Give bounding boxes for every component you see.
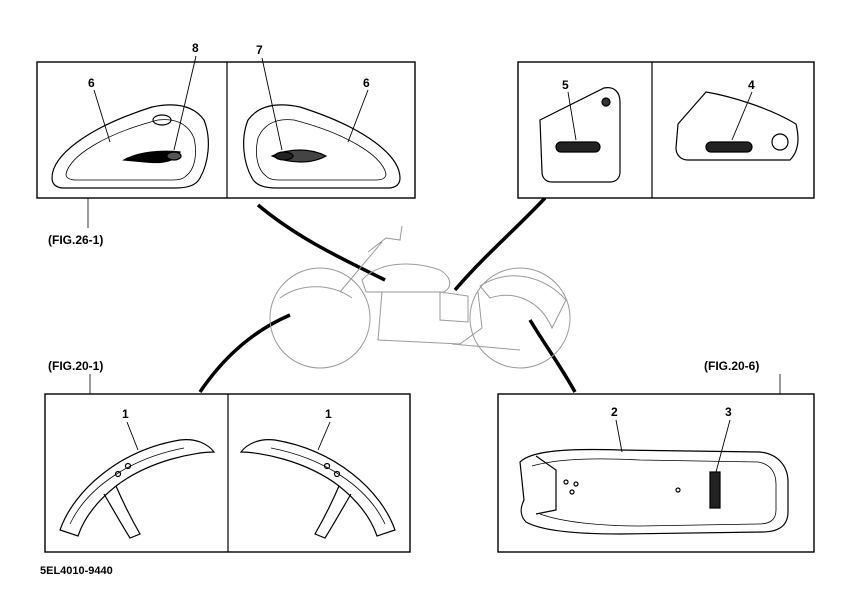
side-cover-right-view <box>675 91 799 161</box>
fig-ref-20-1: (FIG.20-1) <box>48 359 103 373</box>
callout-1-right: 1 <box>325 407 332 421</box>
fuel-tank-left-view <box>51 104 209 189</box>
callout-7: 7 <box>256 43 263 57</box>
callout-6-left: 6 <box>88 76 95 90</box>
diagram-code: 5EL4010-9440 <box>40 565 113 577</box>
side-cover-left-view <box>539 87 621 183</box>
callout-1-left: 1 <box>122 407 129 421</box>
callout-8: 8 <box>192 41 199 55</box>
callout-6-right: 6 <box>363 76 370 90</box>
callout-4: 4 <box>748 78 755 92</box>
callout-5: 5 <box>562 78 569 92</box>
callout-2: 2 <box>611 405 618 419</box>
fig-ref-26-1: (FIG.26-1) <box>48 233 103 247</box>
tank-decal-panel: 8 6 7 6 <box>36 41 416 199</box>
callout-3: 3 <box>725 405 732 419</box>
rear-fender-panel: 2 3 <box>497 393 815 553</box>
front-fender-panel: 1 1 <box>44 393 411 553</box>
front-fender-right-view <box>239 439 396 539</box>
connector-lines <box>198 196 577 393</box>
front-fender-left-view <box>59 439 216 539</box>
fig-ref-20-6: (FIG.20-6) <box>704 359 759 373</box>
rear-fender-top-view <box>519 448 789 535</box>
motorcycle-illustration <box>269 225 571 369</box>
side-cover-panel: 5 4 <box>517 61 815 199</box>
